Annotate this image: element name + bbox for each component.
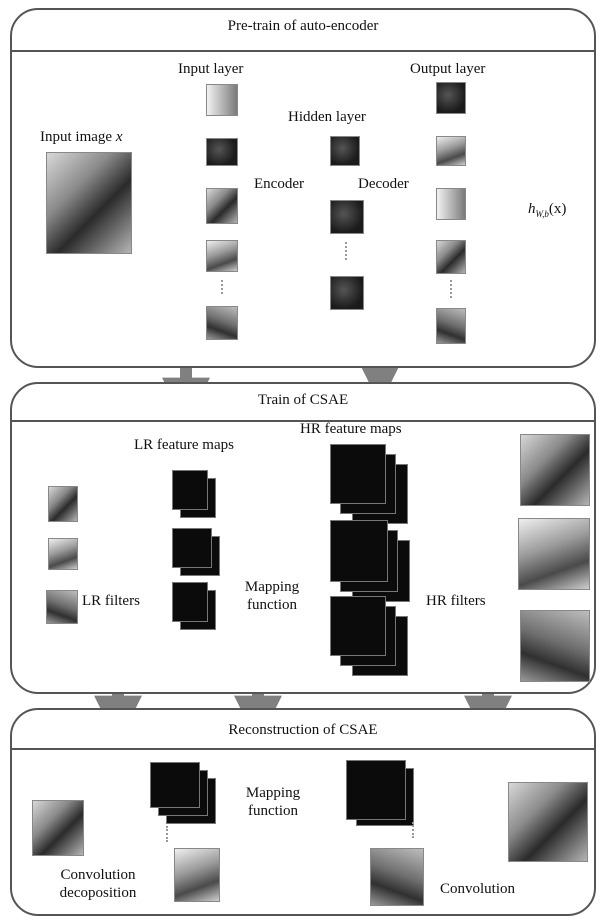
encoder-label: Encoder (254, 176, 304, 192)
recon-lr-filter-image (174, 848, 220, 902)
output-fn-symbol: h (528, 201, 536, 217)
output-function-label: hW,b(x) (528, 200, 566, 223)
recon-lr-ellipsis (166, 826, 170, 842)
output-patch-5 (436, 308, 466, 344)
pretrain-title-rule (12, 50, 594, 52)
input-patch-1 (206, 84, 238, 116)
lr-map-stack-2-front (172, 528, 212, 568)
hr-output-2 (518, 518, 590, 590)
output-patch-2 (436, 136, 466, 166)
reconstruction-title: Reconstruction of CSAE (228, 722, 378, 738)
input-patch-5 (206, 306, 238, 340)
hidden-layer-label: Hidden layer (288, 109, 366, 125)
recon-hr-ellipsis (412, 822, 416, 838)
output-fn-subscript: W,b (535, 209, 549, 219)
lr-input-2 (48, 538, 78, 570)
hidden-unit-1 (330, 136, 360, 166)
recon-hr-output (508, 782, 588, 862)
hidden-unit-3 (330, 276, 364, 310)
hr-feature-maps-label: HR feature maps (300, 421, 402, 437)
lr-feature-maps-label: LR feature maps (134, 437, 234, 453)
lr-map-stack-1-front (172, 470, 208, 510)
input-patch-4 (206, 240, 238, 272)
input-image-label: Input image x (40, 128, 123, 146)
convolution-label: Convolution (440, 881, 516, 897)
recon-mapping-label: Mapping function (245, 785, 301, 819)
recon-lr-stack-front (150, 762, 200, 808)
input-image-text: Input image (40, 129, 113, 145)
output-patch-3 (436, 188, 466, 220)
reconstruction-panel: Reconstruction of CSAE (10, 708, 596, 916)
hr-filters-label: HR filters (426, 593, 486, 609)
hr-output-3 (520, 610, 590, 682)
hr-output-1 (520, 434, 590, 506)
train-mapping-label: Mapping function (244, 579, 300, 613)
input-layer-label: Input layer (178, 61, 244, 77)
reconstruction-title-rule (12, 748, 594, 750)
hr-map-stack-1-front (330, 444, 386, 504)
recon-lr-image (32, 800, 84, 856)
output-patch-1 (436, 82, 466, 114)
lr-filters-label: LR filters (82, 593, 140, 609)
output-layer-label: Output layer (410, 61, 486, 77)
input-layer-ellipsis (221, 280, 225, 294)
lr-map-stack-3-front (172, 582, 208, 622)
input-image-var: x (115, 129, 123, 145)
hr-map-stack-3-front (330, 596, 386, 656)
output-patch-4 (436, 240, 466, 274)
decoder-label: Decoder (358, 176, 409, 192)
input-image (46, 152, 132, 254)
train-title-rule (12, 420, 594, 422)
input-patch-3 (206, 188, 238, 224)
recon-hr-filter-image (370, 848, 424, 906)
pretrain-title: Pre-train of auto-encoder (227, 18, 379, 34)
lr-input-3 (46, 590, 78, 624)
hidden-unit-2 (330, 200, 364, 234)
recon-hr-stack-front (346, 760, 406, 820)
hr-map-stack-2-front (330, 520, 388, 582)
lr-input-1 (48, 486, 78, 522)
convolution-decomposition-label: Convolution decoposition (59, 867, 137, 901)
output-fn-arg: (x) (548, 201, 567, 217)
hidden-layer-ellipsis (345, 242, 349, 260)
input-patch-2 (206, 138, 238, 166)
train-panel: Train of CSAE (10, 382, 596, 694)
train-title: Train of CSAE (257, 392, 349, 408)
output-layer-ellipsis (450, 280, 454, 298)
